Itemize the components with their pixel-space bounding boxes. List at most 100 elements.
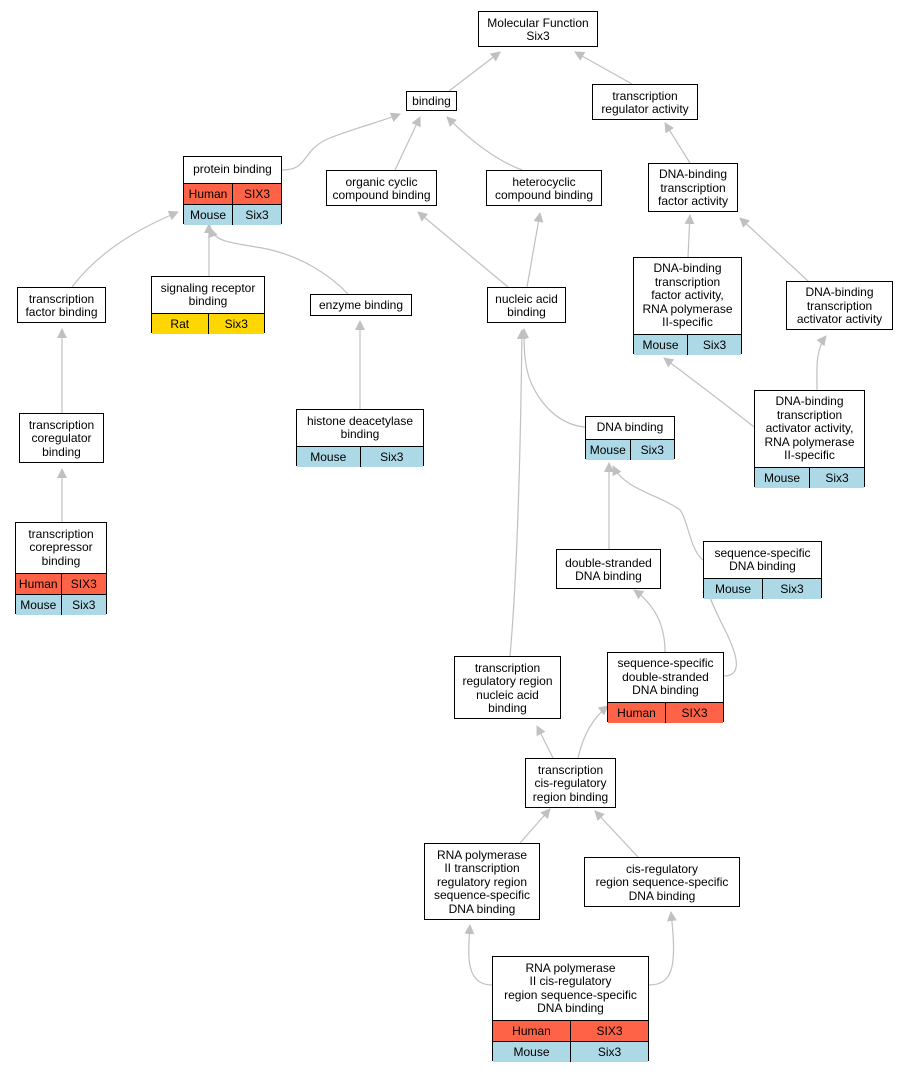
go-term-label-line: II cis-regulatory bbox=[529, 974, 612, 988]
is-a-edge bbox=[612, 465, 704, 561]
go-term-node[interactable]: enzyme binding bbox=[310, 294, 412, 316]
is-a-edge bbox=[663, 357, 759, 431]
annotation-row: Rat Six3 bbox=[152, 313, 264, 334]
go-term-label-line: binding bbox=[188, 294, 228, 308]
go-term-label: binding bbox=[407, 92, 456, 112]
go-term-label-line: sequence-specific bbox=[714, 545, 811, 560]
go-term-label-line: double-stranded bbox=[565, 555, 652, 570]
go-term-label-line: binding bbox=[507, 305, 546, 319]
species-cell: Rat bbox=[170, 317, 190, 331]
species-cell: Mouse bbox=[189, 208, 227, 222]
go-term-label-line: DNA binding bbox=[729, 559, 796, 573]
gene-cell: Six3 bbox=[207, 314, 265, 334]
is-a-edge bbox=[509, 329, 527, 657]
species-cell: Mouse bbox=[20, 598, 57, 612]
go-term-label-line: DNA binding bbox=[537, 1001, 604, 1015]
is-a-edge bbox=[664, 122, 691, 164]
species-cell: Mouse bbox=[763, 471, 801, 485]
is-a-edge bbox=[281, 112, 401, 171]
species-cell: Mouse bbox=[642, 338, 679, 352]
go-term-label-line: region sequence-specific bbox=[595, 875, 729, 890]
go-term-label-line: sequence-specific bbox=[433, 888, 531, 903]
go-term-label-line: signaling receptor bbox=[160, 280, 256, 295]
gene-cell: Six3 bbox=[570, 1042, 648, 1062]
is-a-edge bbox=[446, 116, 523, 171]
gene-cell: SIX3 bbox=[60, 574, 107, 594]
is-a-edge bbox=[648, 911, 677, 986]
go-term-label-line: DNA binding bbox=[596, 420, 664, 435]
go-term-label-line: DNA-binding bbox=[805, 285, 874, 300]
gene-cell: Six3 bbox=[762, 579, 821, 599]
go-term-label-line: region sequence-specific bbox=[504, 987, 637, 1002]
species-cell: Human bbox=[188, 187, 228, 201]
is-a-edge bbox=[208, 227, 349, 295]
go-term-label-line: RNA polymerase bbox=[764, 434, 855, 449]
gene-cell: Six3 bbox=[809, 468, 864, 488]
go-term-label-line: nucleic acid bbox=[476, 687, 539, 702]
go-term-label-line: organic cyclic bbox=[345, 174, 418, 189]
go-term-label-line: transcription bbox=[806, 298, 873, 313]
go-term-label-line: II-specific bbox=[784, 448, 835, 463]
gene-cell: Six3 bbox=[232, 205, 281, 225]
go-term-label-line: regulator activity bbox=[601, 102, 689, 116]
go-term-node[interactable]: binding bbox=[406, 91, 457, 111]
go-term-label-line: II-specific bbox=[662, 315, 713, 330]
go-term-label-line: binding bbox=[41, 553, 81, 568]
is-a-edge bbox=[464, 924, 493, 986]
go-term-label-line: RNA polymerase bbox=[642, 301, 733, 316]
go-term-label-line: cis-regulatory bbox=[534, 776, 607, 791]
is-a-edge bbox=[394, 116, 421, 171]
go-term-label-line: cis-regulatory bbox=[625, 861, 699, 876]
go-term-label-line: DNA-binding bbox=[658, 167, 728, 182]
go-term-label-line: DNA binding bbox=[575, 569, 642, 583]
gene-cell: Six3 bbox=[359, 447, 424, 467]
is-a-edge bbox=[417, 211, 509, 288]
go-term-label-line: histone deacetylase bbox=[306, 413, 414, 428]
species-cell: Human bbox=[617, 706, 656, 720]
go-term-label-line: DNA binding bbox=[632, 683, 699, 698]
go-term-label-line: transcription bbox=[537, 762, 604, 777]
go-term-label-line: transcription bbox=[776, 407, 843, 422]
